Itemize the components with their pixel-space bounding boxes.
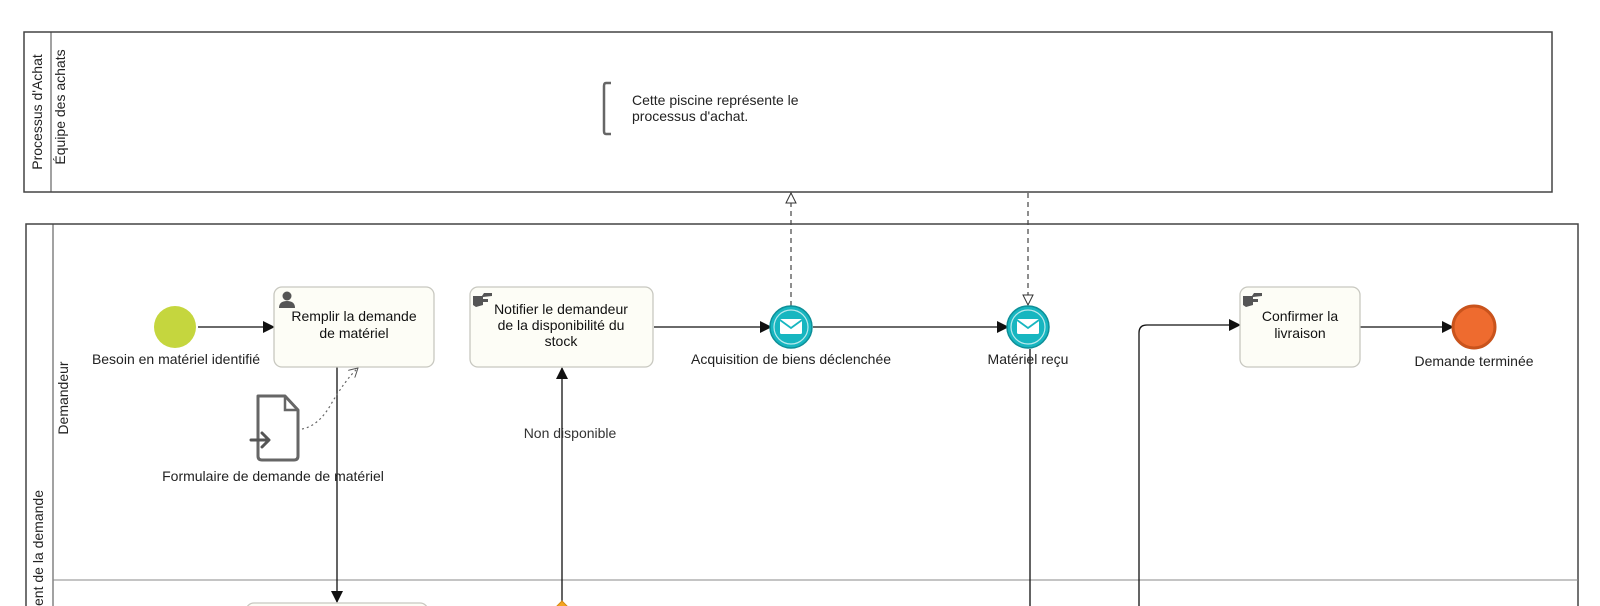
message-event-acquisition[interactable]: Acquisition de biens déclenchée bbox=[691, 305, 891, 367]
start-event-label: Besoin en matériel identifié bbox=[92, 351, 260, 367]
pool-purchase-process[interactable]: Processus d'Achat Équipe des achats bbox=[23, 31, 1553, 193]
message-event-received[interactable]: Matériel reçu bbox=[988, 305, 1069, 367]
end-event-label: Demande terminée bbox=[1414, 353, 1533, 369]
task-fill-request-line1: Remplir la demande bbox=[291, 308, 416, 324]
pool-purchase-name: Processus d'Achat bbox=[29, 54, 45, 170]
start-event[interactable]: Besoin en matériel identifié bbox=[92, 306, 260, 367]
task-confirm-line1: Confirmer la bbox=[1262, 308, 1338, 324]
sequence-flows bbox=[198, 319, 1454, 606]
message-event-received-label: Matériel reçu bbox=[988, 351, 1069, 367]
lane-requester-label: Demandeur bbox=[55, 361, 71, 434]
flow-lower-lane-to-confirm[interactable] bbox=[1138, 319, 1241, 606]
task-fill-request-line2: de matériel bbox=[319, 325, 388, 341]
data-object-request-form[interactable]: Formulaire de demande de matériel bbox=[162, 394, 384, 484]
task-notify-line1: Notifier le demandeur bbox=[494, 301, 628, 317]
task-notify-line2: de la disponibilité du bbox=[498, 317, 625, 333]
message-event-acquisition-label: Acquisition de biens déclenchée bbox=[691, 351, 891, 367]
task-notify-requester[interactable]: Notifier le demandeur de la disponibilit… bbox=[469, 286, 654, 368]
message-flows bbox=[791, 193, 1028, 306]
data-object-label: Formulaire de demande de matériel bbox=[162, 468, 384, 484]
pool-request-name: ent de la demande bbox=[30, 490, 46, 606]
manual-hand-icon bbox=[1243, 293, 1262, 307]
text-annotation[interactable]: Cette piscine représente le processus d'… bbox=[602, 81, 799, 136]
envelope-icon bbox=[779, 319, 803, 334]
task-lower-lane-partial[interactable] bbox=[246, 602, 428, 606]
user-icon bbox=[279, 291, 295, 308]
input-document-icon bbox=[256, 394, 300, 462]
lane-purchasing-team-label: Équipe des achats bbox=[52, 49, 68, 164]
flow-label-not-available: Non disponible bbox=[524, 425, 617, 441]
gateway-partial[interactable] bbox=[549, 600, 575, 606]
task-confirm-line2: livraison bbox=[1274, 325, 1325, 341]
annotation-text-line2: processus d'achat. bbox=[632, 108, 748, 124]
envelope-icon bbox=[1016, 319, 1040, 334]
manual-hand-icon bbox=[473, 293, 492, 307]
task-notify-line3: stock bbox=[545, 333, 579, 349]
end-event[interactable]: Demande terminée bbox=[1414, 304, 1534, 369]
task-fill-request[interactable]: Remplir la demande de matériel bbox=[273, 286, 435, 368]
annotation-text-line1: Cette piscine représente le bbox=[632, 92, 799, 108]
task-confirm-delivery[interactable]: Confirmer la livraison bbox=[1239, 286, 1361, 368]
